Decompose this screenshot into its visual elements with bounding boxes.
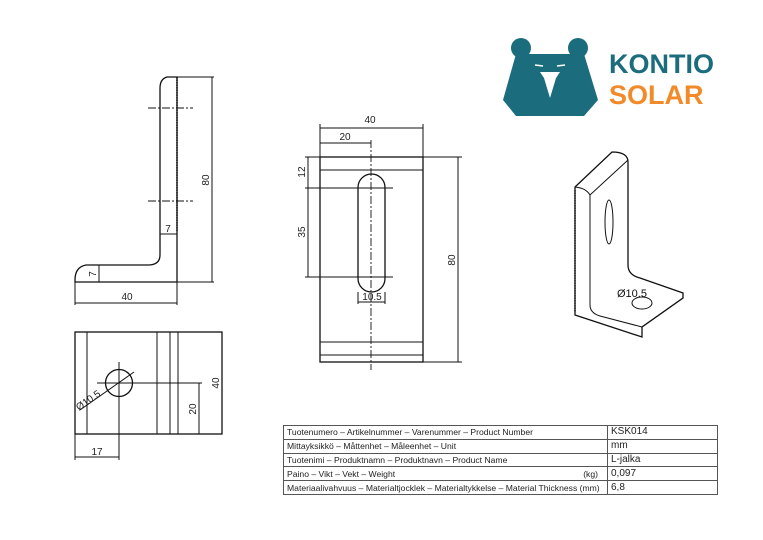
row-label: Materiaalivahvuus – Materialtjocklek – M… [283, 480, 608, 495]
bear-ear-right [568, 38, 588, 58]
dim-front-half-width: 20 [339, 132, 351, 143]
row-label: Tuotenimi – Produktnamn – Produktnavn – … [283, 452, 608, 468]
bear-ear-left [511, 38, 531, 58]
side-view: 80 40 7 7 [74, 76, 214, 305]
dim-bottom-height: 40 [211, 377, 222, 389]
row-value: mm [607, 438, 718, 454]
dim-bottom-diameter: Ø10.5 [74, 388, 103, 413]
dim-bottom-center: 20 [188, 403, 199, 415]
dim-side-width: 40 [121, 292, 133, 303]
table-row: Materiaalivahvuus – Materialtjocklek – M… [283, 480, 718, 495]
row-label: Mittayksikkö – Måttenhet – Måleenhet – U… [283, 438, 608, 454]
logo-kontio: KONTIO [609, 49, 714, 79]
row-unit: (kg) [583, 468, 598, 479]
row-value: KSK014 [607, 425, 718, 440]
spec-table: Tuotenumero – Artikelnummer – Varenummer… [283, 425, 718, 495]
row-label: Tuotenumero – Artikelnummer – Varenummer… [283, 425, 608, 440]
dim-side-thickness-h: 7 [88, 271, 99, 277]
kontio-solar-logo: KONTIO SOLAR [503, 38, 714, 116]
row-value: 0,097 [607, 466, 718, 482]
isometric-view: Ø10.5 [574, 151, 684, 338]
dim-side-thickness-v: 7 [165, 224, 171, 235]
dim-bottom-offset: 17 [91, 447, 103, 458]
dim-front-width: 40 [364, 115, 376, 126]
dim-front-top-offset: 12 [297, 166, 308, 178]
logo-solar: SOLAR [609, 80, 704, 110]
dim-front-slot-width: 10.5 [362, 292, 382, 303]
table-row: Tuotenimi – Produktnamn – Produktnavn – … [283, 452, 718, 468]
table-row: Mittayksikkö – Måttenhet – Måleenhet – U… [283, 438, 718, 454]
dim-front-height: 80 [447, 254, 458, 266]
dim-side-height: 80 [201, 174, 212, 186]
table-row: Paino – Vikt – Vekt – Weight (kg) 0,097 [283, 466, 718, 482]
dim-iso-diameter: Ø10.5 [617, 288, 647, 300]
row-value: L-jalka [607, 452, 718, 468]
bottom-view: Ø10.5 20 40 17 [74, 331, 223, 460]
front-view: 40 20 80 12 35 10.5 [297, 115, 462, 370]
table-row: Tuotenumero – Artikelnummer – Varenummer… [283, 425, 718, 440]
dim-front-slot-length: 35 [297, 226, 308, 238]
row-label: Paino – Vikt – Vekt – Weight [287, 468, 396, 479]
row-value: 6,8 [607, 480, 718, 495]
